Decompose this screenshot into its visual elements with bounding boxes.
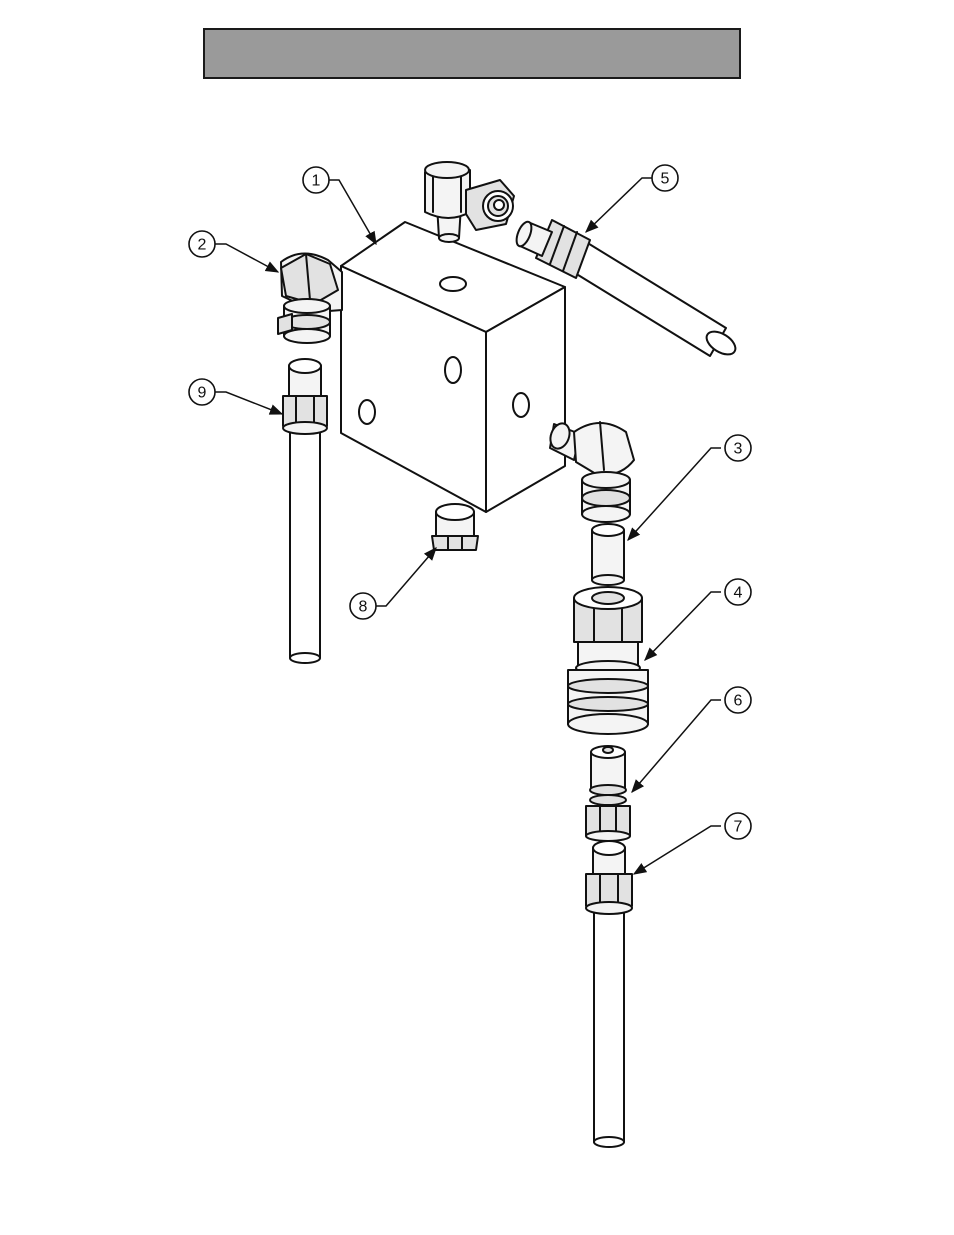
callout-2-label: 2 — [198, 237, 207, 254]
part-2-elbow — [278, 253, 342, 343]
callout-5: 5 — [652, 165, 678, 191]
callout-8: 8 — [350, 593, 376, 619]
callout-1-label: 1 — [312, 173, 321, 190]
callout-8-label: 8 — [359, 599, 368, 616]
callout-3-label: 3 — [734, 441, 743, 458]
callout-9: 9 — [189, 379, 215, 405]
callout-9-label: 9 — [198, 385, 207, 402]
part-8-plug — [432, 504, 478, 550]
top-elbow-fitting — [425, 162, 514, 242]
callout-7: 7 — [725, 813, 751, 839]
callout-4: 4 — [725, 579, 751, 605]
right-elbow-fitting — [547, 421, 634, 522]
callout-7-label: 7 — [734, 819, 743, 836]
part-4-coupler-socket — [568, 587, 648, 734]
part-3-nipple — [592, 524, 624, 585]
callout-6: 6 — [725, 687, 751, 713]
callout-4-label: 4 — [734, 585, 743, 602]
callout-5-label: 5 — [661, 171, 670, 188]
callout-3: 3 — [725, 435, 751, 461]
callout-6-label: 6 — [734, 693, 743, 710]
part-9-tube-fitting — [283, 359, 327, 663]
part-7-tube-fitting — [586, 841, 632, 1147]
callout-1: 1 — [303, 167, 329, 193]
part-1-manifold-block — [341, 222, 565, 512]
callout-2: 2 — [189, 231, 215, 257]
part-6-coupler-plug — [586, 746, 630, 841]
